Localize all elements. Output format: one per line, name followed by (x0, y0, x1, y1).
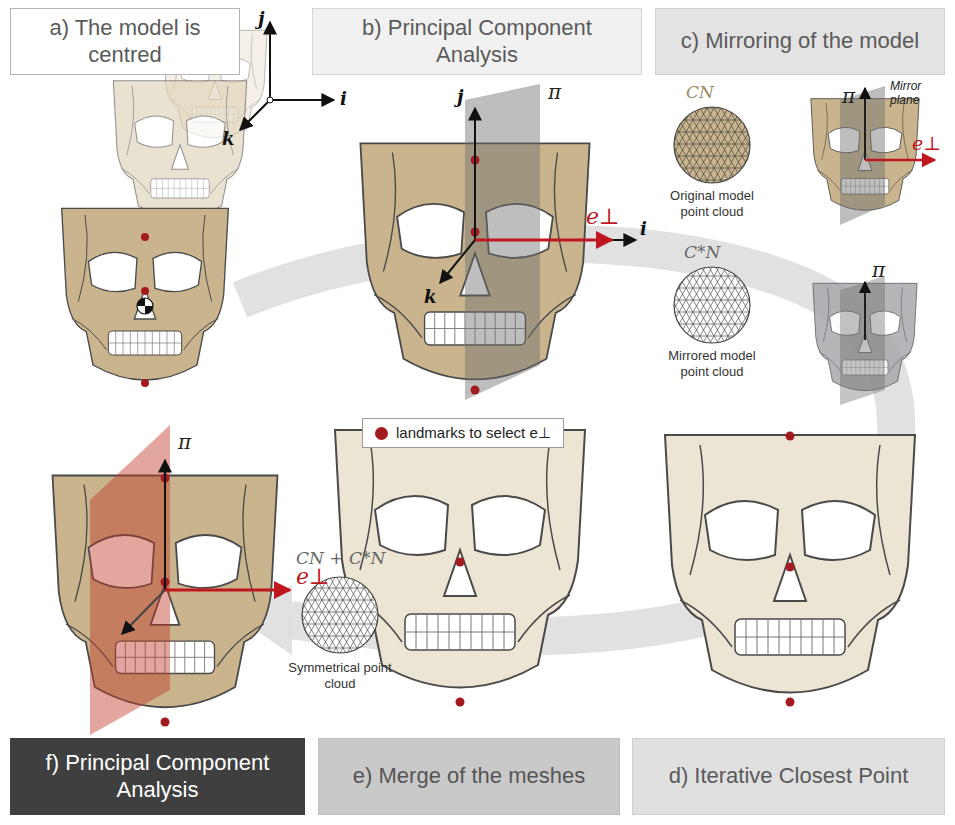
final-pca (53, 425, 291, 735)
plane-note: Mirror plane (890, 80, 943, 108)
cloud-symbol: CN (686, 82, 714, 102)
vector-label: e⊥ (912, 132, 941, 154)
icp-model (665, 432, 915, 707)
step-title: b) Principal Component Analysis (323, 15, 631, 69)
step-title: a) The model is centred (21, 15, 229, 69)
axis-label: i (340, 88, 347, 109)
step-header: c) Mirroring of the model (655, 8, 945, 75)
axis-label: j (457, 86, 464, 107)
axis-label: k (424, 286, 436, 307)
pca-model (360, 84, 636, 400)
step-header: e) Merge of the meshes (318, 738, 620, 815)
cloud-caption: Original model point cloud (657, 188, 767, 219)
legend-entry: landmarks to select e⊥ (362, 418, 564, 448)
step-header: b) Principal Component Analysis (312, 8, 642, 75)
cloud-symbol: C*N (684, 242, 720, 262)
plane-label: π (872, 258, 885, 282)
landmark-swatch (375, 427, 388, 440)
plane-label: π (842, 84, 855, 108)
centred-model (62, 22, 334, 387)
plane-label: π (178, 430, 191, 454)
step-header: f) Principal Component Analysis (10, 738, 305, 815)
axis-label: j (258, 8, 265, 29)
axis-label: i (640, 218, 647, 239)
vector-label: e⊥ (586, 204, 620, 229)
vector-label: e⊥ (296, 564, 330, 589)
axis-label: k (222, 128, 234, 149)
step-title: d) Iterative Closest Point (669, 763, 909, 790)
plane-label: π (548, 80, 561, 104)
legend-text: landmarks to select e⊥ (396, 424, 551, 442)
cloud-caption: Symmetrical point cloud (285, 660, 395, 691)
cloud-caption: Mirrored model point cloud (657, 348, 767, 379)
step-title: c) Mirroring of the model (681, 28, 919, 55)
step-header: a) The model is centred (10, 8, 240, 75)
step-title: f) Principal Component Analysis (21, 750, 294, 804)
step-title: e) Merge of the meshes (353, 763, 585, 790)
step-header: d) Iterative Closest Point (632, 738, 945, 815)
